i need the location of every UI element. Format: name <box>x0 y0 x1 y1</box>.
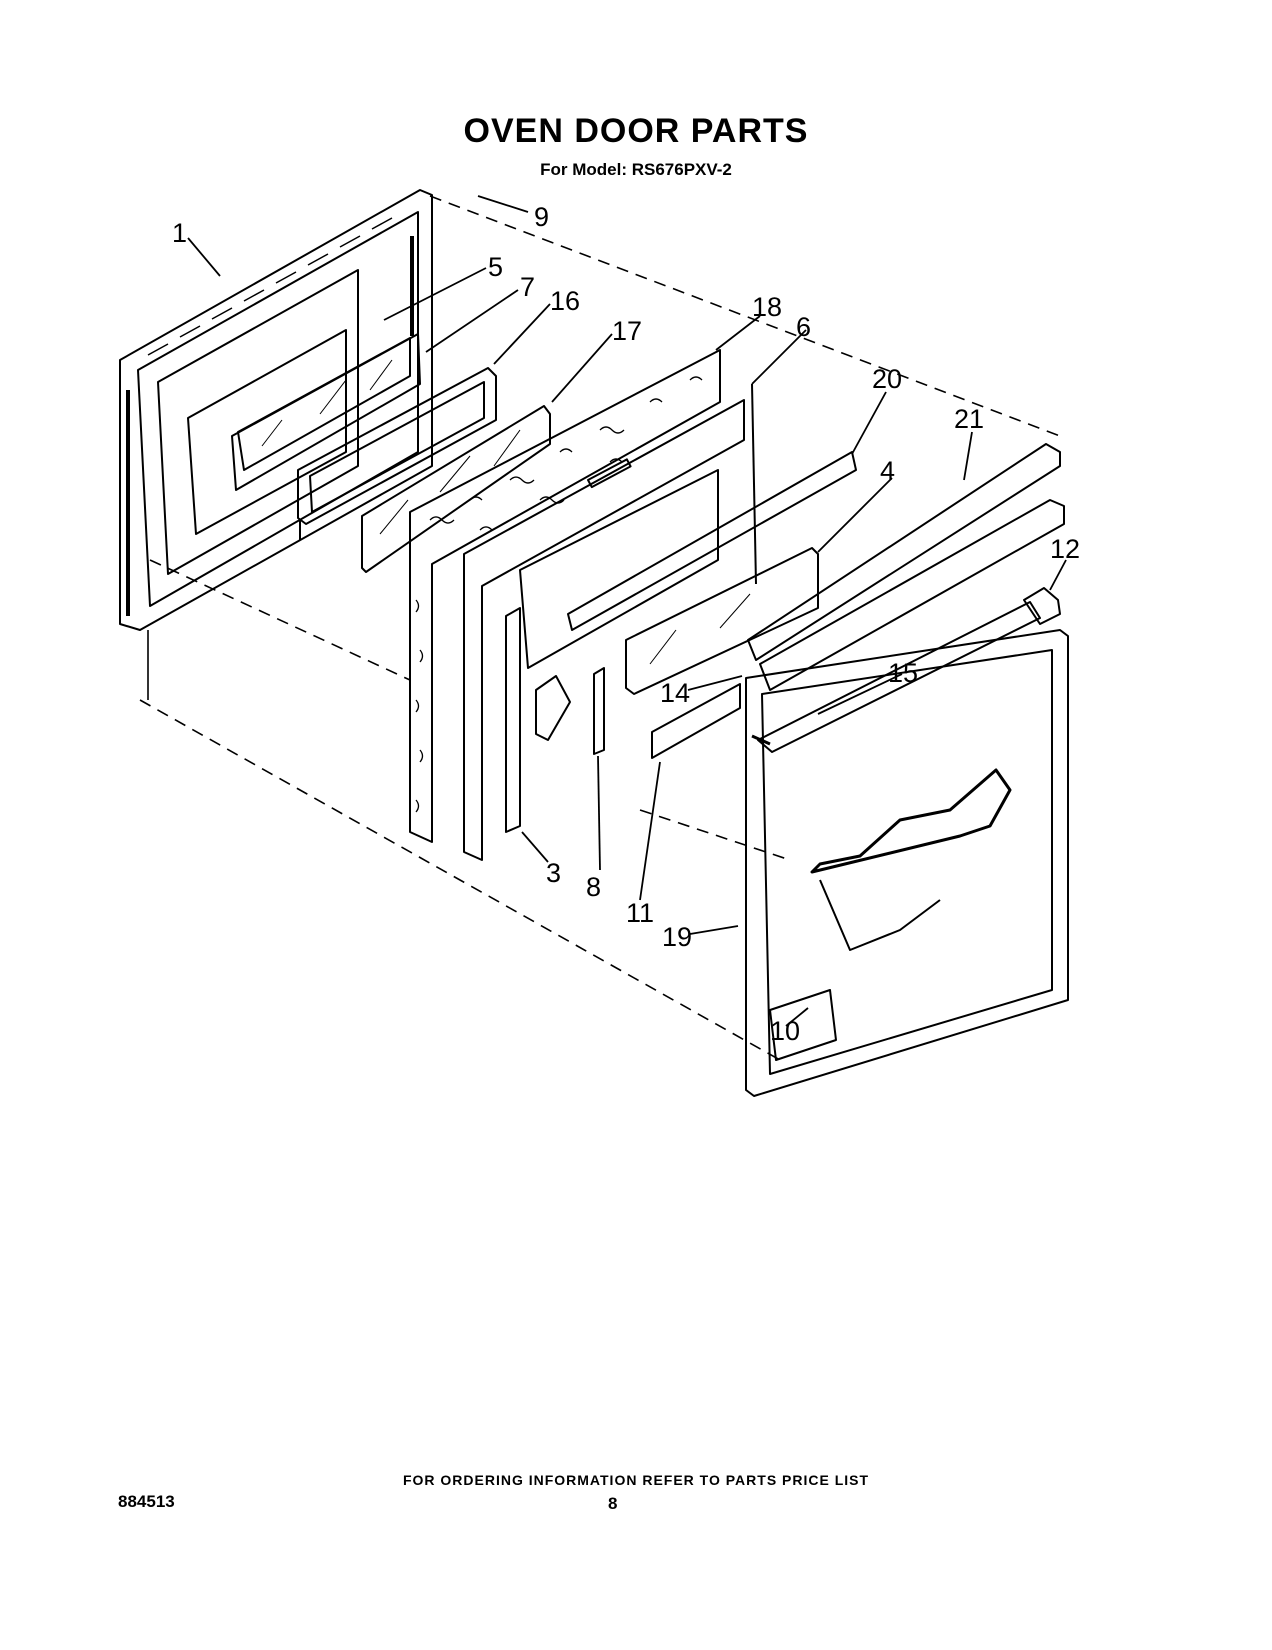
callout-15: 15 <box>888 658 918 688</box>
part-12-hinge <box>1023 587 1061 625</box>
part-21-top-trim <box>747 443 1065 691</box>
callout-6: 6 <box>796 312 811 342</box>
callout-9: 9 <box>534 202 549 232</box>
part-16-glass-frame <box>297 367 497 540</box>
part-18-insulation <box>409 349 721 843</box>
callout-19: 19 <box>662 922 692 952</box>
callout-1: 1 <box>172 218 187 248</box>
part-6-rod <box>751 383 757 585</box>
callout-16: 16 <box>550 286 580 316</box>
part-19-outer-door <box>745 629 1069 1097</box>
callout-12: 12 <box>1050 534 1080 564</box>
callout-3: 3 <box>546 858 561 888</box>
document-number: 884513 <box>118 1492 175 1511</box>
callout-20: 20 <box>872 364 902 394</box>
callout-7: 7 <box>520 272 535 302</box>
callout-8: 8 <box>586 872 601 902</box>
part-1-inner-door-liner <box>119 189 433 631</box>
leader-lines <box>187 195 1067 1027</box>
part-20-bracket-bar <box>567 451 857 631</box>
part-6-door-panel <box>463 399 745 861</box>
callout-5: 5 <box>488 252 503 282</box>
part-7-inner-glass <box>231 333 421 491</box>
callout-11: 11 <box>626 898 654 928</box>
part-4-outer-glass <box>625 547 819 695</box>
ordering-note: FOR ORDERING INFORMATION REFER TO PARTS … <box>402 1472 870 1488</box>
part-17-glass-panel <box>361 405 551 573</box>
model-subtitle: For Model: RS676PXV-2 <box>540 160 732 179</box>
part-8-hinge-channel <box>593 667 605 755</box>
page-number: 8 <box>608 1494 618 1513</box>
part-11-vent <box>651 683 741 759</box>
callout-10: 10 <box>770 1016 800 1046</box>
small-clip <box>535 675 571 741</box>
part-3-side-channel <box>505 607 521 833</box>
callout-14: 14 <box>660 678 690 708</box>
callout-4: 4 <box>880 456 895 486</box>
page-title: OVEN DOOR PARTS <box>463 112 809 150</box>
callout-18: 18 <box>752 292 782 322</box>
callout-labels: 1 9 5 7 16 17 18 6 20 21 4 12 15 14 3 8 … <box>172 202 1080 1046</box>
callout-21: 21 <box>954 404 984 434</box>
callout-17: 17 <box>612 316 642 346</box>
